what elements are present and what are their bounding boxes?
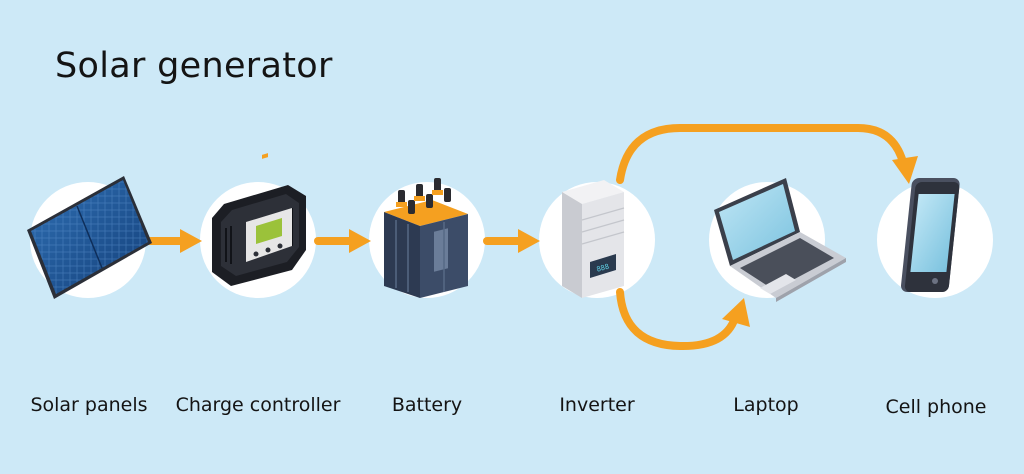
label-battery: Battery <box>391 394 463 416</box>
arrow-inverter-to-laptop <box>616 288 739 351</box>
label-cell-phone: Cell phone <box>885 396 987 418</box>
arrowhead-laptop <box>722 298 750 327</box>
arrowhead-phone <box>892 156 918 184</box>
laptop-icon <box>714 178 846 302</box>
charge-controller-icon <box>212 153 306 286</box>
battery-icon <box>384 178 468 298</box>
arrow-inverter-to-phone <box>616 124 907 184</box>
inverter-icon: 888 <box>562 180 625 298</box>
label-charge-controller: Charge controller <box>175 394 341 416</box>
label-inverter: Inverter <box>559 394 635 416</box>
cell-phone-icon <box>901 178 960 292</box>
arrowhead-inverter <box>518 229 540 253</box>
arrowhead-controller <box>180 229 202 253</box>
diagram-title: Solar generator <box>55 46 333 86</box>
label-laptop: Laptop <box>733 394 799 416</box>
solar-panel-icon <box>27 176 152 299</box>
arrowhead-battery <box>349 229 371 253</box>
label-solar-panels: Solar panels <box>30 394 148 416</box>
inverter-display-readout: 888 <box>596 263 610 274</box>
